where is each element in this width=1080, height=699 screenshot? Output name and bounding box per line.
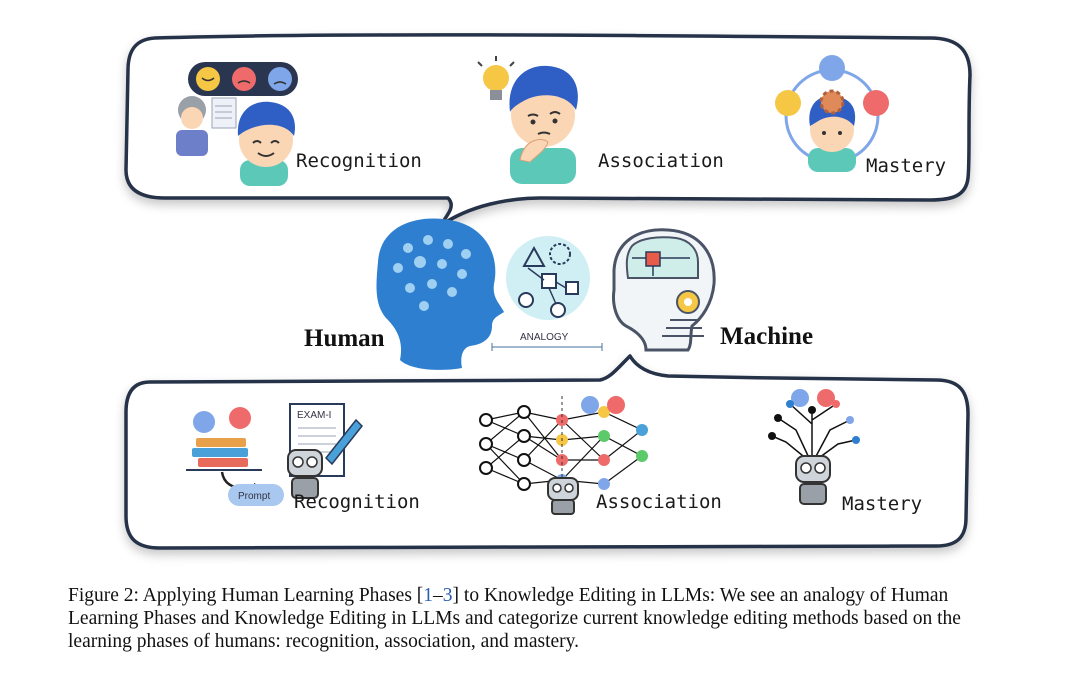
happy-emoji-icon	[775, 90, 801, 116]
exam-label: EXAM-I	[297, 410, 331, 421]
top-recognition-illustration: Recognition	[176, 62, 422, 186]
gear-icon	[549, 243, 571, 265]
teacher-icon	[176, 96, 237, 156]
sad-emoji-icon	[581, 396, 599, 414]
boy-smiling-icon	[237, 101, 295, 186]
chip-icon	[645, 251, 661, 267]
angry-emoji-icon	[607, 396, 625, 414]
human-label: Human	[304, 325, 385, 352]
angry-emoji-icon	[229, 407, 251, 429]
sad-emoji-icon	[268, 67, 292, 91]
human-brain-head-icon	[376, 218, 504, 370]
robot-icon	[547, 477, 579, 515]
prompt-label: Prompt	[238, 491, 270, 502]
top-association-label: Association	[598, 150, 724, 172]
angry-emoji-icon	[817, 389, 835, 407]
figure-caption: Figure 2: Applying Human Learning Phases…	[68, 584, 1018, 653]
sad-emoji-icon	[819, 55, 845, 81]
bottom-mastery-illustration: Mastery	[768, 389, 922, 515]
bottom-recognition-illustration: EXAM-I Prompt Recognition	[186, 403, 420, 513]
caption-prefix: Figure 2: Applying Human Learning Phases…	[68, 585, 424, 606]
citation-link-start[interactable]: 1	[423, 585, 434, 606]
gear-icon	[819, 89, 845, 115]
bottom-association-illustration: Association	[479, 396, 722, 515]
pen-icon	[324, 418, 364, 466]
boy-thinking-icon	[509, 65, 578, 184]
citation-link-end[interactable]: 3	[442, 585, 453, 606]
happy-emoji-icon	[196, 67, 220, 91]
lightbulb-icon	[477, 56, 515, 100]
brain-network-icon	[393, 235, 471, 311]
angry-emoji-icon	[232, 67, 256, 91]
boy-gear-icon	[808, 89, 856, 172]
circuit-branches-icon	[771, 403, 857, 461]
sad-emoji-icon	[791, 389, 809, 407]
caption-suffix: ] to Knowledge Editing in LLMs: We see a…	[68, 585, 961, 652]
bottom-association-label: Association	[596, 491, 722, 513]
bottom-mastery-label: Mastery	[842, 493, 922, 515]
angry-emoji-icon	[863, 90, 889, 116]
top-association-illustration: Association	[477, 56, 724, 184]
top-mastery-illustration: Mastery	[775, 55, 946, 177]
check-icon	[518, 292, 534, 308]
robot-icon	[795, 455, 831, 505]
caption-dash: –	[433, 585, 443, 606]
bottom-speech-bubble	[124, 354, 970, 550]
top-recognition-label: Recognition	[296, 150, 422, 172]
analogy-label: ANALOGY	[520, 332, 569, 343]
sad-emoji-icon	[193, 411, 215, 433]
triangle-icon	[522, 245, 546, 267]
books-icon	[186, 438, 262, 471]
analogy-diagram: ANALOGY	[491, 236, 603, 351]
circuit-nodes	[768, 400, 860, 444]
robot-head-icon	[612, 228, 716, 352]
top-mastery-label: Mastery	[866, 155, 946, 177]
machine-label: Machine	[720, 323, 813, 350]
robot-icon	[287, 449, 323, 499]
bottom-recognition-label: Recognition	[294, 491, 420, 513]
